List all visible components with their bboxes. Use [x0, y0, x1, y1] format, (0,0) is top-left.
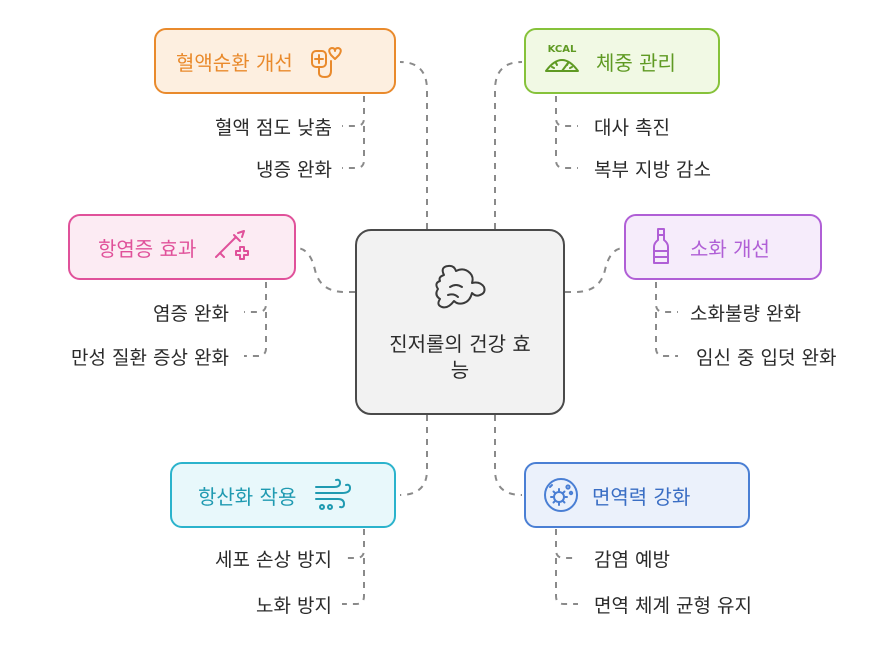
branch-digestion-label: 소화 개선 [690, 236, 770, 261]
branch-digestion[interactable]: 소화 개선 [624, 214, 822, 280]
connector-leaf-weight-2 [555, 126, 578, 169]
branch-weight-label: 체중 관리 [596, 50, 676, 75]
connector-leaf-immunity-1 [555, 529, 578, 559]
branch-anti-inflammatory[interactable]: 항염증 효과 [68, 214, 296, 280]
leaf-antiinflam-2: 만성 질환 증상 완화 [71, 347, 229, 369]
connector-immunity [494, 415, 523, 496]
branch-blood-label: 혈액순환 개선 [176, 50, 293, 75]
connector-weight [494, 61, 523, 229]
leaf-immunity-2: 면역 체계 균형 유지 [594, 595, 752, 617]
leaf-immunity-1: 감염 예방 [594, 549, 670, 571]
syringe-plus-icon [210, 227, 250, 267]
leaf-digestion-2: 임신 중 입덧 완화 [696, 347, 837, 369]
center-node: 진저롤의 건강 효능 [355, 229, 565, 415]
center-title: 진저롤의 건강 효능 [389, 332, 531, 382]
connector-leaf-antioxidant-2 [342, 558, 365, 605]
leaf-blood-2: 냉증 완화 [256, 159, 332, 181]
virus-cell-icon [542, 476, 580, 514]
connector-leaf-digestion-1 [655, 282, 678, 313]
wind-flow-icon [312, 477, 356, 513]
connector-antioxidant [399, 415, 428, 496]
branch-weight-management[interactable]: KCAL 체중 관리 [524, 28, 720, 94]
ginger-root-icon [430, 261, 490, 321]
branch-blood-circulation[interactable]: 혈액순환 개선 [154, 28, 396, 94]
leaf-weight-2: 복부 지방 감소 [594, 159, 711, 181]
branch-antioxidant-label: 항산화 작용 [198, 484, 297, 509]
leaf-antiinflam-1: 염증 완화 [153, 303, 229, 325]
connector-leaf-blood-1 [342, 96, 365, 127]
leaf-antioxidant-2: 노화 방지 [256, 595, 332, 617]
kcal-icon-text: KCAL [548, 44, 577, 55]
branch-immunity[interactable]: 면역력 강화 [524, 462, 750, 528]
kcal-scale-icon: KCAL [540, 41, 584, 81]
connector-digestion [565, 247, 625, 293]
leaf-weight-1: 대사 촉진 [594, 117, 670, 139]
branch-antiinflam-label: 항염증 효과 [98, 236, 197, 261]
branch-antioxidant[interactable]: 항산화 작용 [170, 462, 396, 528]
branch-immunity-label: 면역력 강화 [592, 484, 691, 509]
leaf-digestion-1: 소화불량 완화 [690, 303, 801, 325]
connector-leaf-antiinflam-1 [244, 282, 267, 313]
leaf-antioxidant-1: 세포 손상 방지 [215, 549, 332, 571]
heart-iv-bag-icon [307, 41, 347, 81]
connector-antiinflam [295, 247, 355, 293]
connector-leaf-digestion-2 [655, 312, 678, 357]
bottle-icon [648, 227, 674, 267]
connector-blood [399, 61, 428, 229]
connector-leaf-blood-2 [342, 126, 365, 169]
connector-leaf-weight-1 [555, 96, 578, 127]
connector-leaf-antioxidant-1 [342, 529, 365, 559]
connector-leaf-antiinflam-2 [244, 312, 267, 357]
leaf-blood-1: 혈액 점도 낮춤 [215, 117, 332, 139]
connector-leaf-immunity-2 [555, 558, 578, 605]
